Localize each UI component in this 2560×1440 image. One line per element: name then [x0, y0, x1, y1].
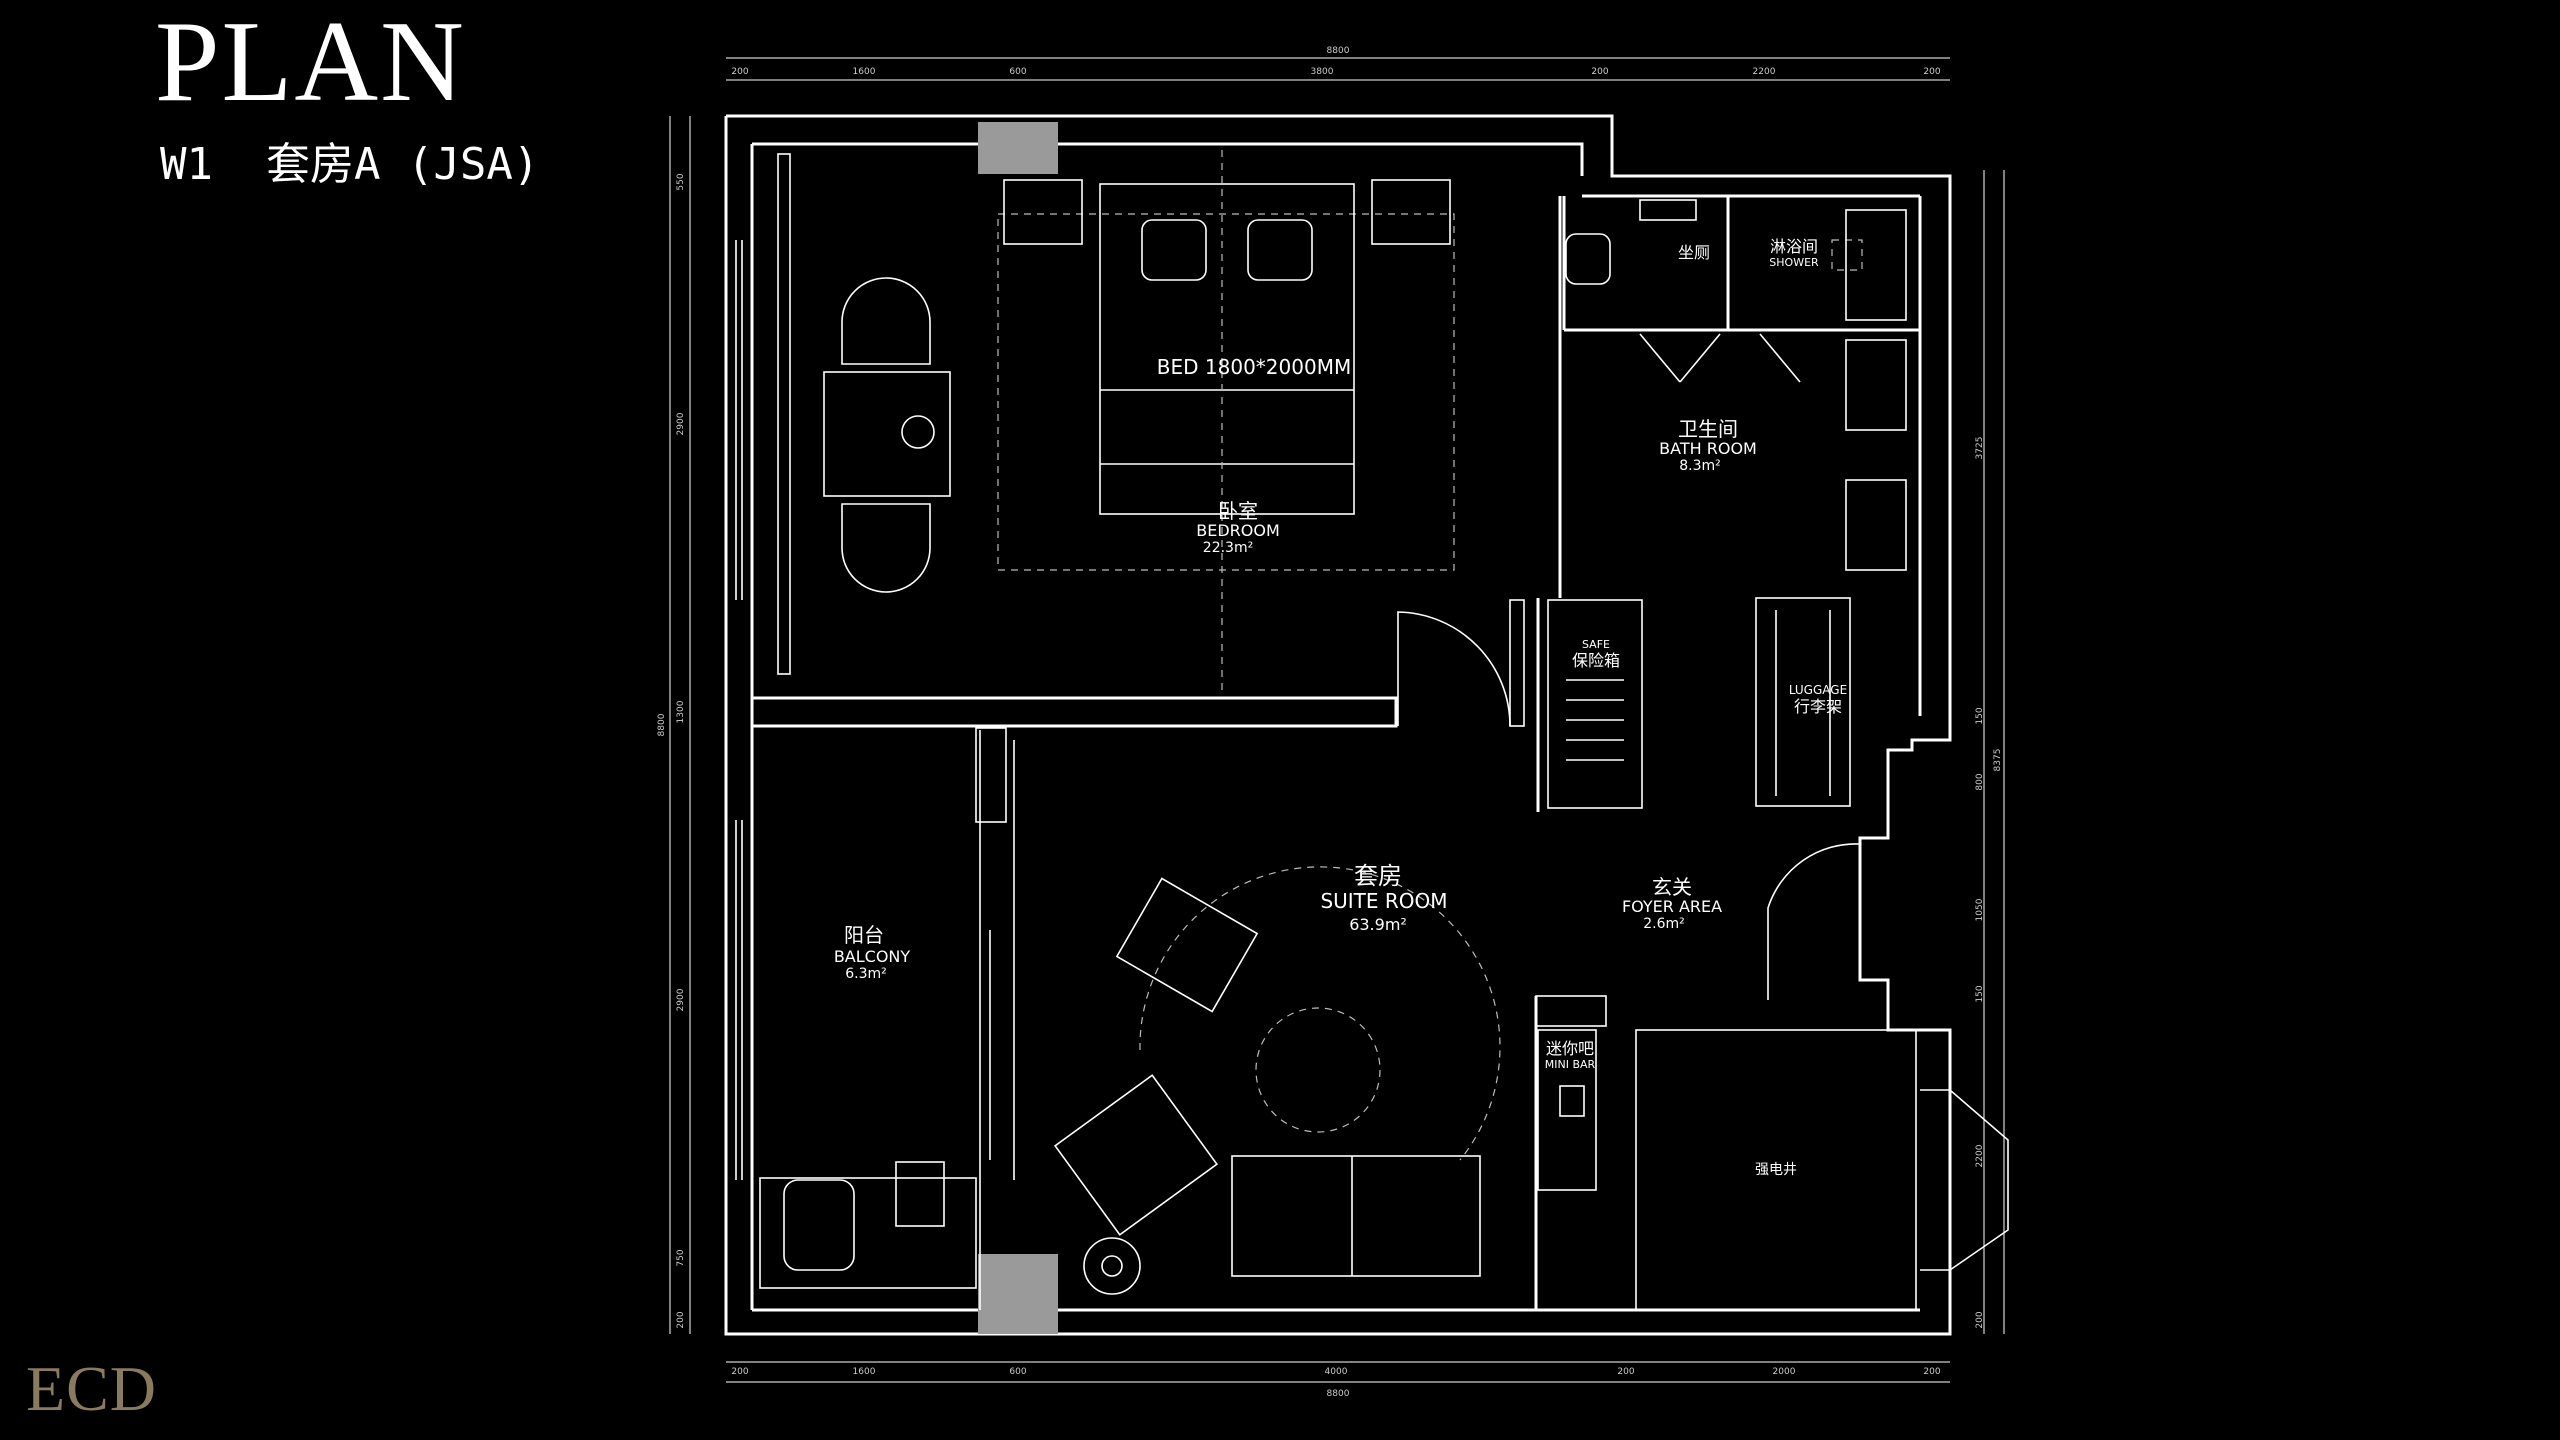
- page-title: PLAN: [155, 0, 466, 126]
- dim-bottom: 200: [731, 1367, 748, 1377]
- dim-left: 750: [676, 1249, 686, 1266]
- dim-top: 200: [1591, 67, 1608, 77]
- dim-right: 800: [1975, 773, 1985, 790]
- dim-left: 2900: [676, 988, 686, 1011]
- bath-cn: 卫生间: [1678, 417, 1738, 441]
- dim-bottom-total: 8800: [1327, 1389, 1350, 1399]
- windows: [735, 240, 2009, 1271]
- dim-top: 3800: [1311, 67, 1334, 77]
- dim-bottom: 2000: [1773, 1367, 1796, 1377]
- balcony-cn: 阳台: [844, 923, 884, 947]
- luggage-cn: 行李架: [1794, 697, 1842, 716]
- dim-bottom: 1600: [853, 1367, 876, 1377]
- toilet-cn: 坐厕: [1678, 243, 1710, 262]
- foyer-area: 2.6m²: [1643, 916, 1685, 932]
- dim-right: 2200: [1975, 1144, 1985, 1167]
- foyer-fixtures: [1547, 597, 1861, 1000]
- suite-en: SUITE ROOM: [1320, 889, 1447, 913]
- safe-en: SAFE: [1582, 638, 1610, 651]
- dim-top: 200: [731, 67, 748, 77]
- bathroom-fixtures: [1565, 199, 1907, 571]
- minibar-en: MINI BAR: [1545, 1058, 1596, 1071]
- dim-top: 600: [1009, 67, 1026, 77]
- suite-cn: 套房: [1354, 862, 1402, 890]
- dimension-lines: [669, 57, 2005, 1383]
- suite-furniture: [1054, 866, 1597, 1295]
- brand-logo: ECD: [26, 1353, 157, 1424]
- bedroom-door: [1397, 611, 1511, 727]
- dim-right: 1050: [1975, 898, 1985, 921]
- dim-right: 150: [1975, 707, 1985, 724]
- dim-right: 150: [1975, 985, 1985, 1002]
- dim-left: 550: [676, 173, 686, 190]
- balcony-area: 6.3m²: [845, 966, 887, 982]
- dim-top: 1600: [853, 67, 876, 77]
- interior-walls: [750, 196, 1920, 1311]
- bedroom-en: BEDROOM: [1196, 521, 1280, 540]
- bedroom-cn: 卧室: [1218, 499, 1258, 523]
- dim-top: 2200: [1753, 67, 1776, 77]
- bed-label: BED 1800*2000MM: [1157, 355, 1351, 379]
- dim-right: 200: [1975, 1311, 1985, 1328]
- foyer-cn: 玄关: [1652, 875, 1692, 899]
- dim-bottom: 200: [1923, 1367, 1940, 1377]
- dim-bottom: 4000: [1325, 1367, 1348, 1377]
- balcony-en: BALCONY: [834, 947, 911, 966]
- door-leaf: [1509, 599, 1525, 727]
- dim-top: 200: [1923, 67, 1940, 77]
- bedroom-area: 22.3m²: [1203, 540, 1253, 556]
- dim-bottom: 600: [1009, 1367, 1026, 1377]
- dim-right-total: 8375: [1993, 749, 2003, 772]
- minibar-cn: 迷你吧: [1546, 1039, 1594, 1058]
- luggage-en: LUGGAGE: [1789, 683, 1847, 697]
- foyer-en: FOYER AREA: [1622, 897, 1722, 916]
- dim-left: 1300: [676, 700, 686, 723]
- shower-en: SHOWER: [1769, 256, 1819, 269]
- bath-en: BATH ROOM: [1659, 439, 1757, 458]
- structural-column: [978, 1254, 1058, 1334]
- dim-top-total: 8800: [1327, 46, 1350, 56]
- dim-bottom: 200: [1617, 1367, 1634, 1377]
- safe-cn: 保险箱: [1572, 651, 1620, 670]
- structural-column: [978, 122, 1058, 174]
- shaft-cn: 强电井: [1755, 1162, 1797, 1178]
- bedroom-furniture: [777, 150, 1455, 690]
- suite-area: 63.9m²: [1349, 915, 1407, 934]
- balcony-furniture: [759, 930, 991, 1289]
- dim-right: 3725: [1975, 437, 1985, 460]
- plan-subtitle: W1 套房A (JSA): [160, 139, 540, 190]
- dim-left: 2900: [676, 412, 686, 435]
- bath-area: 8.3m²: [1679, 458, 1721, 474]
- dim-left: 200: [676, 1311, 686, 1328]
- dim-left-total: 8800: [657, 713, 667, 736]
- shower-cn: 淋浴间: [1770, 237, 1818, 256]
